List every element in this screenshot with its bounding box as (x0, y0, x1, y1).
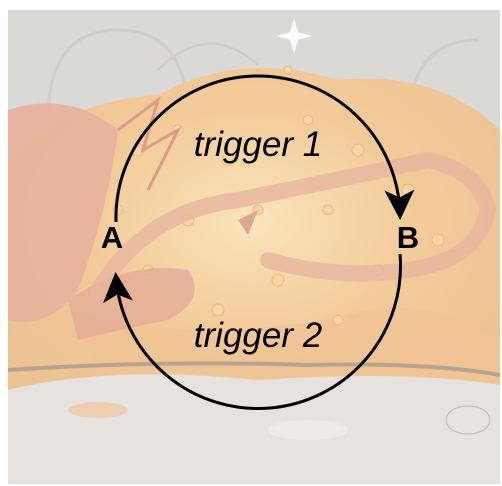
cave-floor (8, 374, 500, 484)
floor-bones (268, 420, 348, 440)
edge-label-trigger-1: trigger 1 (194, 125, 322, 164)
diagram-canvas: A B trigger 1 trigger 2 (8, 10, 500, 484)
skull-icon (446, 406, 490, 434)
state-diagram: A B trigger 1 trigger 2 (8, 10, 500, 484)
edge-label-trigger-2: trigger 2 (194, 316, 322, 355)
background-illustration (8, 10, 500, 484)
floor-coins (68, 402, 128, 418)
node-b-label: B (397, 220, 419, 255)
node-a-label: A (101, 220, 123, 255)
